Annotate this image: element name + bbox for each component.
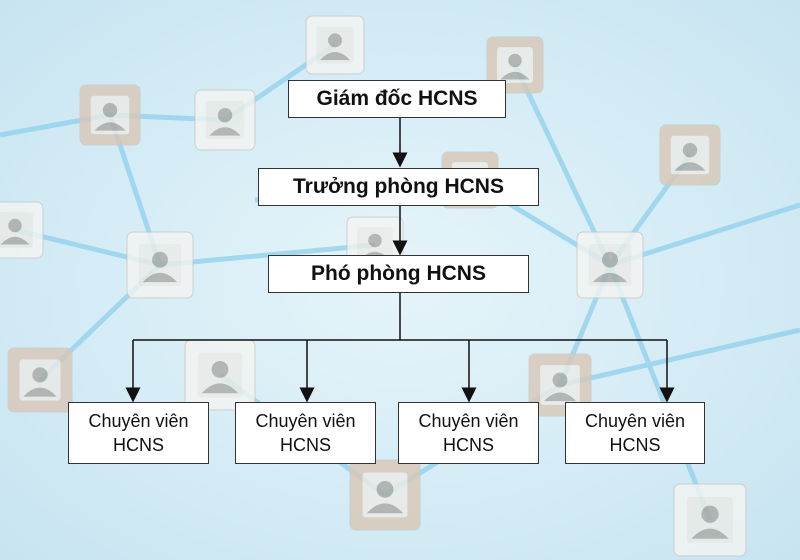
user-block-icon — [659, 124, 721, 186]
node-director-label: Giám đốc HCNS — [316, 87, 478, 110]
node-staff-4-line2: HCNS — [609, 435, 661, 455]
user-block-icon — [305, 15, 365, 75]
node-head: Trưởng phòng HCNS — [258, 168, 539, 206]
node-staff-1-line1: Chuyên viên — [88, 411, 189, 431]
user-block-icon — [194, 89, 256, 151]
node-staff-2-line1: Chuyên viên — [255, 411, 356, 431]
node-deputy-label: Phó phòng HCNS — [311, 262, 486, 285]
user-block-icon — [576, 231, 644, 299]
user-block-icon — [7, 347, 73, 413]
user-block-icon — [486, 36, 544, 94]
user-block-icon — [349, 459, 421, 531]
node-staff-4-line1: Chuyên viên — [584, 411, 686, 431]
node-staff-1: Chuyên viên HCNS — [68, 402, 209, 464]
node-head-label: Trưởng phòng HCNS — [293, 175, 504, 198]
user-block-icon — [528, 353, 592, 417]
user-block-icon — [79, 84, 141, 146]
node-staff-3-line1: Chuyên viên — [418, 411, 519, 431]
node-staff-3-line2: HCNS — [442, 435, 494, 455]
user-block-icon — [126, 231, 194, 299]
node-deputy: Phó phòng HCNS — [268, 255, 529, 293]
user-block-icon — [184, 339, 256, 411]
user-block-icon — [673, 483, 747, 557]
node-staff-2-line2: HCNS — [279, 435, 331, 455]
node-staff-2: Chuyên viên HCNS — [235, 402, 376, 464]
node-staff-3: Chuyên viên HCNS — [398, 402, 539, 464]
node-staff-1-line2: HCNS — [112, 435, 164, 455]
node-director: Giám đốc HCNS — [288, 80, 506, 118]
user-block-icon — [0, 201, 44, 259]
node-staff-4: Chuyên viên HCNS — [565, 402, 705, 464]
